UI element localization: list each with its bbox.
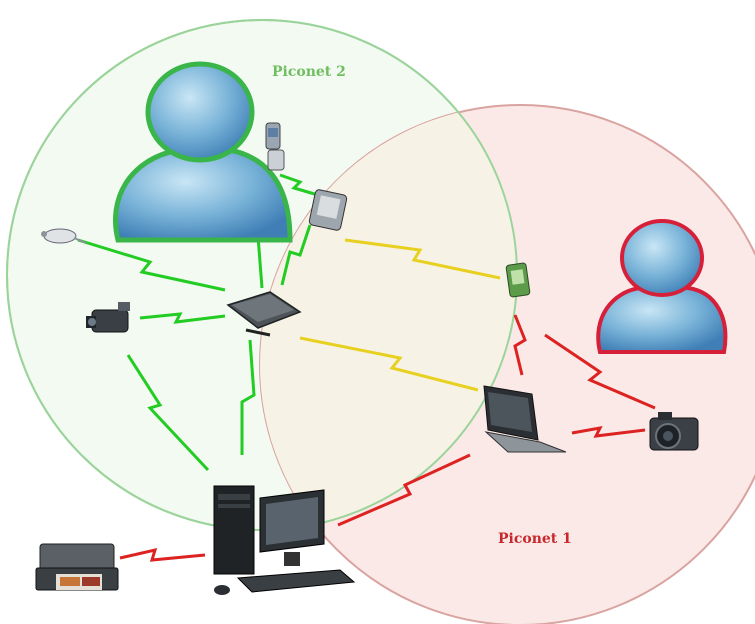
digital-camera-icon — [649, 412, 699, 451]
link-person1-camera — [544, 333, 656, 410]
desktop-computer-icon — [213, 485, 356, 595]
link-ap-desktop — [240, 339, 256, 455]
piconet-2-label: Piconet 2 — [272, 64, 346, 80]
link-camcorder-ap — [139, 312, 226, 324]
link-camcorder-desktop — [126, 354, 210, 472]
camcorder-icon — [86, 302, 130, 333]
pda-green-icon — [505, 262, 531, 298]
link-laptop-camera — [571, 425, 646, 438]
wireless-links — [77, 173, 656, 562]
link-phone-pda — [279, 173, 319, 197]
printer-icon — [35, 543, 119, 591]
link-printer-desktop — [119, 547, 206, 562]
link-pda-ap — [280, 224, 312, 286]
wireless-mouse-icon — [41, 228, 87, 244]
wireless-access-point-icon — [226, 291, 302, 337]
person-piconet-2-icon — [113, 61, 293, 243]
link-ap-laptop — [299, 336, 479, 392]
link-mouse-ap — [77, 238, 226, 292]
piconet-1-label: Piconet 1 — [498, 531, 572, 547]
link-pda-pdagreen — [344, 238, 501, 280]
person-piconet-1-icon — [596, 219, 728, 354]
laptop-icon — [483, 385, 567, 453]
pda-icon — [308, 189, 348, 231]
link-laptop-desktop — [337, 453, 471, 527]
link-pdagreen-laptop — [513, 314, 527, 376]
mobile-phone-icon — [265, 122, 285, 171]
